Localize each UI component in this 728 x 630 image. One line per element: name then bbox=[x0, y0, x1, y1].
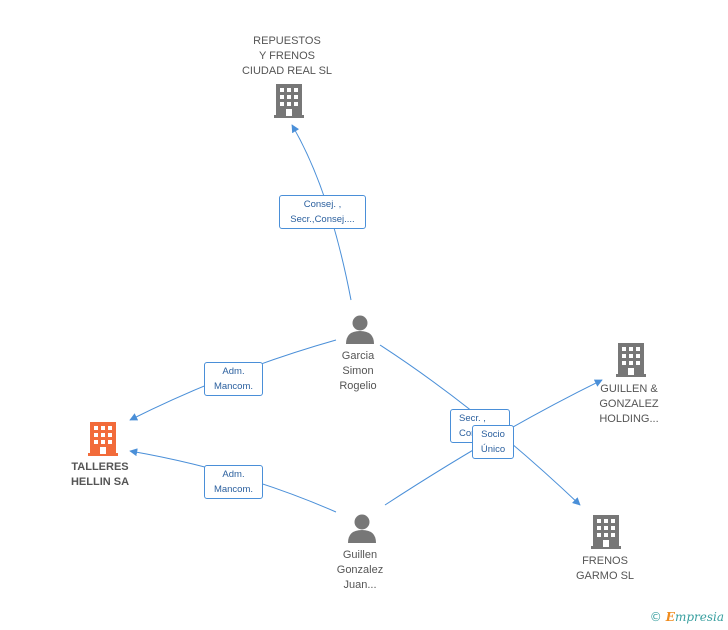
building-icon[interactable] bbox=[616, 343, 646, 377]
brand-rest: mpresia bbox=[674, 610, 724, 624]
building-icon[interactable] bbox=[274, 84, 304, 118]
node-label-guillen-juan[interactable]: Guillen Gonzalez Juan... bbox=[336, 549, 384, 591]
node-label-repuestos[interactable]: REPUESTOS Y FRENOS CIUDAD REAL SL bbox=[241, 35, 333, 77]
edge-label-garcia-repuestos[interactable]: Consej. , Secr.,Consej.... bbox=[279, 195, 366, 229]
empresia-watermark: ©Empresia bbox=[650, 610, 724, 624]
building-icon-focus[interactable] bbox=[88, 422, 118, 456]
copyright-symbol: © bbox=[649, 610, 662, 624]
edge-label-socio-unico[interactable]: Socio Único bbox=[472, 425, 514, 459]
node-label-talleres[interactable]: TALLERES HELLIN SA bbox=[70, 461, 130, 488]
edge-label-juan-talleres[interactable]: Adm. Mancom. bbox=[204, 465, 263, 499]
node-label-guillen-holding[interactable]: GUILLEN & GONZALEZ HOLDING... bbox=[599, 383, 659, 425]
node-label-frenos-garmo[interactable]: FRENOS GARMO SL bbox=[575, 555, 635, 582]
person-icon[interactable] bbox=[345, 314, 375, 344]
node-label-garcia[interactable]: Garcia Simon Rogelio bbox=[339, 350, 377, 392]
brand-e: E bbox=[665, 610, 675, 624]
person-icon[interactable] bbox=[347, 513, 377, 543]
edge-label-garcia-talleres[interactable]: Adm. Mancom. bbox=[204, 362, 263, 396]
building-icon[interactable] bbox=[591, 515, 621, 549]
